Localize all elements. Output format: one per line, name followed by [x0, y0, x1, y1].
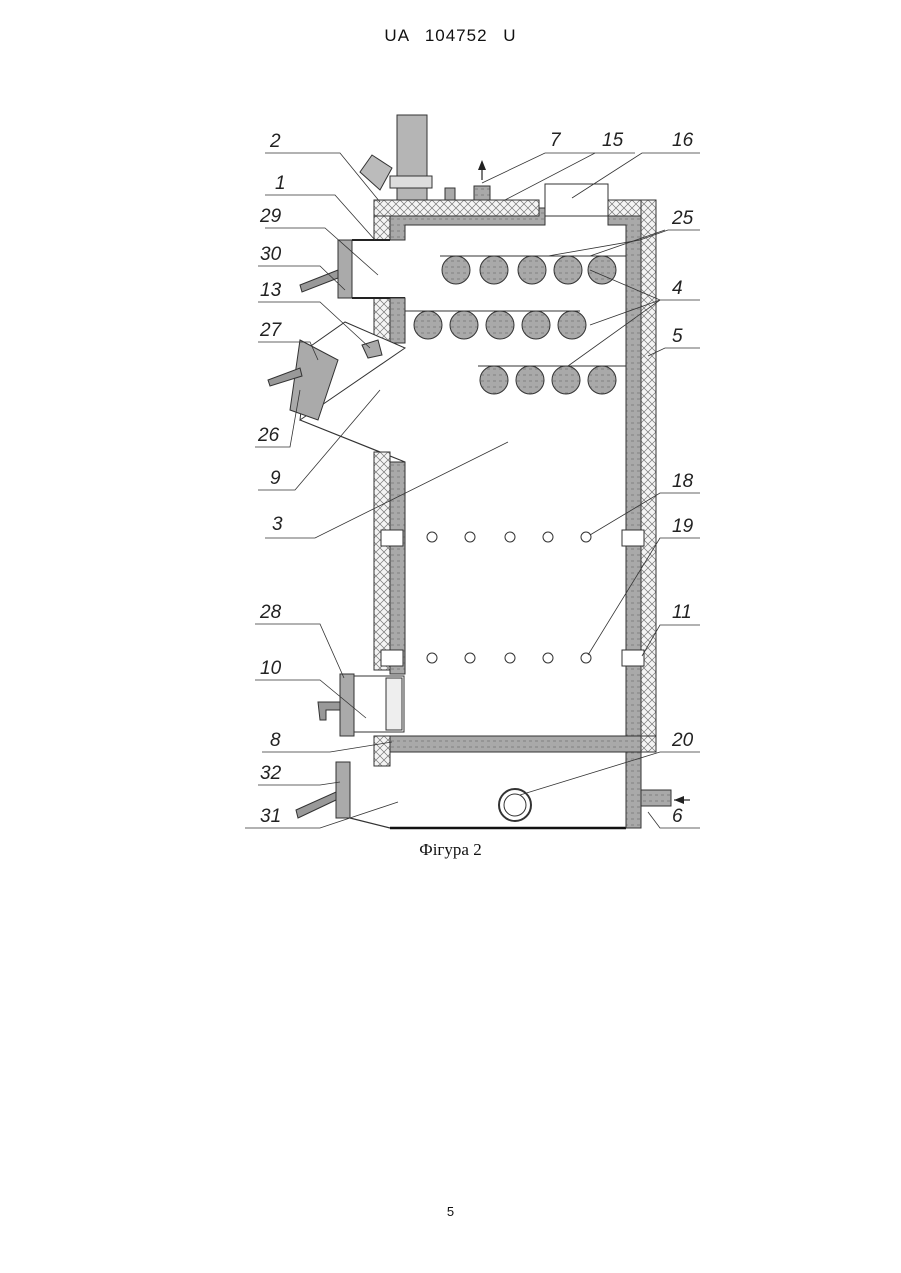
label-10: 10: [260, 658, 282, 679]
label-6: 6: [672, 806, 683, 827]
label-3: 3: [272, 514, 283, 535]
label-29: 29: [259, 206, 282, 227]
label-1: 1: [275, 173, 286, 194]
water-jacket-bottom: [390, 736, 641, 752]
label-19: 19: [672, 516, 694, 537]
flue-damper: [360, 155, 392, 190]
label-15: 15: [602, 130, 624, 151]
label-16: 16: [672, 130, 694, 151]
insulation-bottom-left: [374, 736, 390, 766]
label-8: 8: [270, 730, 281, 751]
label-30: 30: [260, 244, 282, 265]
grate-rows: [381, 530, 644, 666]
label-5: 5: [672, 326, 683, 347]
label-18: 18: [672, 471, 694, 492]
label-9: 9: [270, 468, 281, 489]
figure-caption: Фігура 2: [0, 840, 901, 860]
label-11: 11: [672, 602, 692, 623]
label-20: 20: [671, 730, 694, 751]
water-jacket-left-mid: [390, 298, 405, 343]
water-jacket-left-lower: [390, 462, 405, 674]
flue-pipe: [360, 115, 432, 203]
label-25: 25: [671, 208, 694, 229]
insulation-top: [374, 200, 539, 216]
label-27: 27: [259, 320, 283, 341]
label-7: 7: [550, 130, 562, 151]
insulation-right-bottom: [641, 736, 656, 752]
label-28: 28: [259, 602, 282, 623]
insulation-left-lower: [374, 452, 390, 670]
ash-door: [318, 674, 404, 736]
label-32: 32: [260, 763, 282, 784]
water-jacket-right: [608, 216, 641, 752]
smoke-box: [545, 184, 608, 216]
label-13: 13: [260, 280, 282, 301]
label-4: 4: [672, 278, 683, 299]
insulation-right: [641, 200, 656, 752]
label-2: 2: [269, 131, 281, 152]
page-number: 5: [0, 1204, 901, 1219]
label-26: 26: [257, 425, 280, 446]
label-31: 31: [260, 806, 281, 827]
heat-exchanger-tubes: [405, 256, 626, 394]
loading-door: [300, 240, 405, 298]
